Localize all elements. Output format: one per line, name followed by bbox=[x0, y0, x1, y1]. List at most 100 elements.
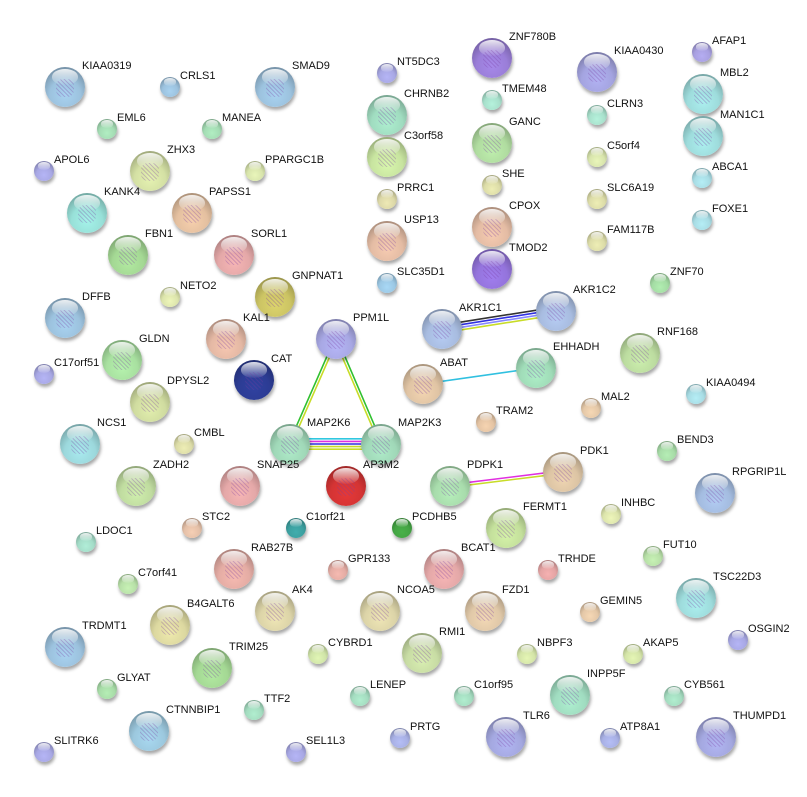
node-label[interactable]: PCDHB5 bbox=[412, 511, 457, 523]
node-label[interactable]: EML6 bbox=[117, 112, 146, 124]
node-glyat[interactable] bbox=[97, 679, 117, 699]
node-label[interactable]: SHE bbox=[502, 168, 525, 180]
node-nt5dc3[interactable] bbox=[377, 63, 397, 83]
node-label[interactable]: LENEP bbox=[370, 679, 407, 691]
node-lenep[interactable] bbox=[350, 686, 370, 706]
node-label[interactable]: SMAD9 bbox=[292, 60, 330, 72]
node-label[interactable]: RPGRIP1L bbox=[732, 466, 787, 478]
node-label[interactable]: SLC35D1 bbox=[397, 266, 445, 278]
node-osgin2[interactable] bbox=[728, 630, 748, 650]
node-fzd1[interactable] bbox=[465, 591, 505, 631]
node-label[interactable]: FAM117B bbox=[607, 224, 655, 236]
node-label[interactable]: DPYSL2 bbox=[167, 375, 210, 387]
node-inhbc[interactable] bbox=[601, 504, 621, 524]
node-label[interactable]: INPP5F bbox=[587, 668, 626, 680]
node-foxe1[interactable] bbox=[692, 210, 712, 230]
node-nbpf3[interactable] bbox=[517, 644, 537, 664]
node-label[interactable]: TMOD2 bbox=[509, 242, 548, 254]
node-c7orf41[interactable] bbox=[118, 574, 138, 594]
node-ctnnbip1[interactable] bbox=[129, 711, 169, 751]
node-kal1[interactable] bbox=[206, 319, 246, 359]
node-prtg[interactable] bbox=[390, 728, 410, 748]
node-label[interactable]: CPOX bbox=[509, 200, 541, 212]
node-label[interactable]: PPM1L bbox=[353, 312, 390, 324]
node-label[interactable]: C5orf4 bbox=[607, 140, 641, 152]
node-man1c1[interactable] bbox=[683, 116, 723, 156]
node-label[interactable]: GNPNAT1 bbox=[292, 270, 344, 282]
node-b4galt6[interactable] bbox=[150, 605, 190, 645]
node-cybrd1[interactable] bbox=[308, 644, 328, 664]
node-label[interactable]: OSGIN2 bbox=[748, 623, 790, 635]
node-label[interactable]: FOXE1 bbox=[712, 203, 749, 215]
node-thumpd1[interactable] bbox=[696, 717, 736, 757]
node-label[interactable]: AK4 bbox=[292, 584, 313, 596]
node-label[interactable]: KAL1 bbox=[243, 312, 270, 324]
node-bend3[interactable] bbox=[657, 441, 677, 461]
node-sorl1[interactable] bbox=[214, 235, 254, 275]
node-label[interactable]: AKR1C1 bbox=[459, 302, 502, 314]
node-ncs1[interactable] bbox=[60, 424, 100, 464]
node-dffb[interactable] bbox=[45, 298, 85, 338]
node-label[interactable]: GLDN bbox=[139, 333, 170, 345]
node-label[interactable]: STC2 bbox=[202, 511, 231, 523]
node-ganc[interactable] bbox=[472, 123, 512, 163]
node-tsc22d3[interactable] bbox=[676, 578, 716, 618]
node-cpox[interactable] bbox=[472, 207, 512, 247]
node-label[interactable]: SEL1L3 bbox=[306, 735, 346, 747]
node-rab27b[interactable] bbox=[214, 549, 254, 589]
node-label[interactable]: NCOA5 bbox=[397, 584, 435, 596]
node-manea[interactable] bbox=[202, 119, 222, 139]
node-kank4[interactable] bbox=[67, 193, 107, 233]
node-ppm1l[interactable] bbox=[316, 319, 356, 359]
node-label[interactable]: MBL2 bbox=[720, 67, 749, 79]
node-pdpk1[interactable] bbox=[430, 466, 470, 506]
node-label[interactable]: C3orf58 bbox=[404, 130, 444, 142]
node-label[interactable]: FBN1 bbox=[145, 228, 174, 240]
node-label[interactable]: FERMT1 bbox=[523, 501, 567, 513]
node-kiaa0319[interactable] bbox=[45, 67, 85, 107]
node-chrnb2[interactable] bbox=[367, 95, 407, 135]
node-label[interactable]: AFAP1 bbox=[712, 35, 747, 47]
node-trim25[interactable] bbox=[192, 648, 232, 688]
node-tlr6[interactable] bbox=[486, 717, 526, 757]
node-label[interactable]: RAB27B bbox=[251, 542, 294, 554]
node-zhx3[interactable] bbox=[130, 151, 170, 191]
node-label[interactable]: SNAP25 bbox=[257, 459, 300, 471]
node-label[interactable]: CAT bbox=[271, 353, 293, 365]
node-cmbl[interactable] bbox=[174, 434, 194, 454]
node-label[interactable]: TLR6 bbox=[523, 710, 550, 722]
node-label[interactable]: TRIM25 bbox=[229, 641, 269, 653]
node-label[interactable]: GPR133 bbox=[348, 553, 391, 565]
node-gnpnat1[interactable] bbox=[255, 277, 295, 317]
node-label[interactable]: ZNF780B bbox=[509, 31, 557, 43]
node-label[interactable]: AKR1C2 bbox=[573, 284, 616, 296]
node-inpp5f[interactable] bbox=[550, 675, 590, 715]
node-label[interactable]: MAP2K6 bbox=[307, 417, 351, 429]
node-label[interactable]: TRHDE bbox=[558, 553, 596, 565]
node-afap1[interactable] bbox=[692, 42, 712, 62]
node-label[interactable]: APOL6 bbox=[54, 154, 90, 166]
node-ak4[interactable] bbox=[255, 591, 295, 631]
node-label[interactable]: INHBC bbox=[621, 497, 656, 509]
node-label[interactable]: TMEM48 bbox=[502, 83, 547, 95]
node-tram2[interactable] bbox=[476, 412, 496, 432]
node-znf70[interactable] bbox=[650, 273, 670, 293]
node-ppargc1b[interactable] bbox=[245, 161, 265, 181]
node-label[interactable]: GANC bbox=[509, 116, 541, 128]
node-abat[interactable] bbox=[403, 364, 443, 404]
node-label[interactable]: TRAM2 bbox=[496, 405, 534, 417]
node-eml6[interactable] bbox=[97, 119, 117, 139]
node-label[interactable]: C1orf21 bbox=[306, 511, 346, 523]
node-label[interactable]: NT5DC3 bbox=[397, 56, 440, 68]
node-label[interactable]: ATP8A1 bbox=[620, 721, 661, 733]
node-c1orf95[interactable] bbox=[454, 686, 474, 706]
node-label[interactable]: PRRC1 bbox=[397, 182, 435, 194]
node-label[interactable]: TSC22D3 bbox=[713, 571, 762, 583]
node-label[interactable]: ZADH2 bbox=[153, 459, 190, 471]
node-akr1c2[interactable] bbox=[536, 291, 576, 331]
node-label[interactable]: CYB561 bbox=[684, 679, 725, 691]
node-ehhadh[interactable] bbox=[516, 348, 556, 388]
node-pdk1[interactable] bbox=[543, 452, 583, 492]
node-bcat1[interactable] bbox=[424, 549, 464, 589]
node-tmem48[interactable] bbox=[482, 90, 502, 110]
